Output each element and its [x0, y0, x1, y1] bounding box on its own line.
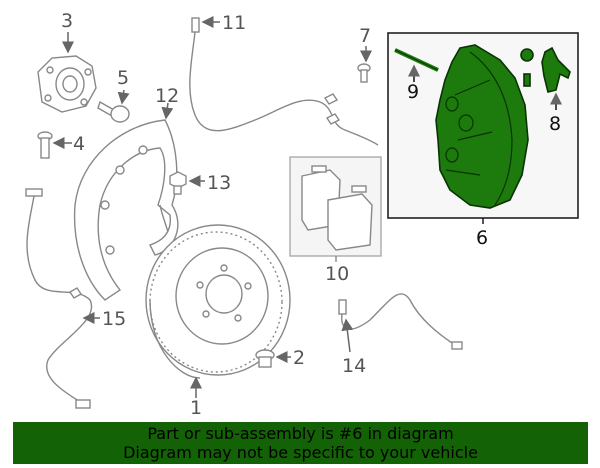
wear-sensor-part-11[interactable] [189, 17, 379, 146]
callout-8[interactable]: 8 [549, 113, 561, 135]
wear-sensor-part-15[interactable] [25, 188, 93, 409]
callout-1[interactable]: 1 [190, 397, 202, 419]
callout-10[interactable]: 10 [325, 263, 349, 285]
brake-pads-part-10[interactable] [289, 156, 382, 257]
bleeder-screw-part-7[interactable] [357, 63, 371, 83]
callout-6[interactable]: 6 [476, 227, 488, 249]
callout-3[interactable]: 3 [61, 10, 73, 32]
bolt-part-5[interactable] [97, 100, 130, 123]
bolt-part-4[interactable] [37, 131, 53, 159]
wheel-hub-part-3[interactable] [37, 55, 97, 113]
callout-12[interactable]: 12 [155, 85, 179, 107]
callout-4[interactable]: 4 [73, 133, 85, 155]
banner-line-1: Part or sub-assembly is #6 in diagram [147, 424, 454, 443]
caliper-small-parts[interactable] [520, 46, 571, 93]
callout-5[interactable]: 5 [117, 67, 129, 89]
callout-15[interactable]: 15 [102, 308, 126, 330]
dust-shield-part-12[interactable] [73, 119, 179, 301]
callout-7[interactable]: 7 [359, 25, 371, 47]
bolt-part-13[interactable] [169, 171, 187, 195]
banner-line-2: Diagram may not be specific to your vehi… [123, 443, 478, 462]
callout-11[interactable]: 11 [222, 12, 246, 34]
callout-2[interactable]: 2 [293, 347, 305, 369]
callout-13[interactable]: 13 [207, 172, 231, 194]
plug-part-2[interactable] [255, 349, 275, 368]
brake-hose-part-14[interactable] [338, 293, 463, 350]
brake-caliper-part-6[interactable] [435, 44, 529, 209]
brake-rotor-part-1[interactable] [145, 224, 291, 379]
callout-9[interactable]: 9 [407, 81, 419, 103]
callout-14[interactable]: 14 [342, 355, 366, 377]
guide-pin-part-9[interactable] [394, 48, 439, 72]
diagram-notice-banner: Part or sub-assembly is #6 in diagram Di… [13, 422, 588, 464]
